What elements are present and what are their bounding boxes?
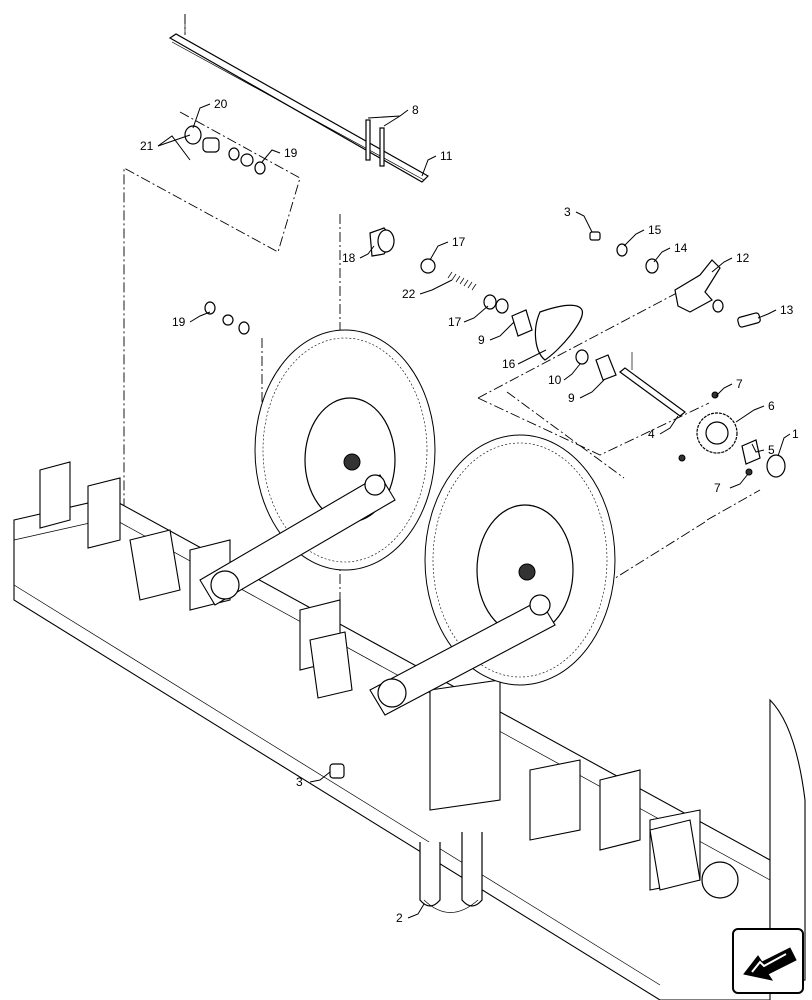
svg-text:10: 10 [548, 373, 562, 387]
svg-text:22: 22 [402, 287, 416, 301]
svg-text:19: 19 [172, 315, 186, 329]
callout-22: 22 [402, 279, 453, 301]
u-bolt-part-2 [419, 832, 483, 913]
svg-text:8: 8 [412, 103, 419, 117]
bushing-stack-upper [184, 125, 266, 175]
pins-part-8 [365, 119, 385, 167]
callout-19-lower: 19 [172, 311, 211, 329]
callout-4: 4 [648, 415, 679, 441]
svg-text:19: 19 [284, 146, 298, 160]
svg-text:5: 5 [768, 443, 775, 457]
svg-text:20: 20 [214, 97, 228, 111]
svg-text:2: 2 [396, 911, 403, 925]
sprocket-assembly [678, 391, 786, 478]
callout-3-lower: 3 [296, 771, 331, 789]
svg-text:6: 6 [768, 399, 775, 413]
svg-text:17: 17 [452, 235, 466, 249]
bushing-part-18 [369, 227, 395, 257]
callout-1: 1 [777, 427, 799, 457]
svg-text:3: 3 [564, 205, 571, 219]
callout-16: 16 [502, 349, 547, 371]
svg-text:1: 1 [792, 427, 799, 441]
callout-12: 12 [711, 251, 750, 273]
wheel-arms [129, 474, 739, 899]
spring-stack [204, 258, 583, 361]
nut-part-3-lower [329, 763, 345, 779]
shaft-part-11 [168, 14, 429, 183]
callout-9-lower: 9 [568, 379, 605, 405]
svg-text:17: 17 [448, 315, 462, 329]
callout-20: 20 [192, 97, 228, 129]
svg-text:15: 15 [648, 223, 662, 237]
callout-21: 21 [140, 134, 191, 161]
callout-2: 2 [396, 903, 425, 925]
callout-10: 10 [548, 363, 581, 387]
svg-text:12: 12 [736, 251, 750, 265]
nav-arrow-button[interactable] [732, 928, 804, 994]
callout-7-lower: 7 [714, 473, 749, 495]
svg-text:13: 13 [780, 303, 794, 317]
svg-text:21: 21 [140, 139, 154, 153]
callout-18: 18 [342, 245, 375, 265]
callout-11: 11 [421, 149, 453, 177]
callout-8: 8 [367, 103, 419, 127]
callout-15: 15 [623, 223, 662, 247]
front-wheel [424, 434, 616, 686]
svg-text:14: 14 [674, 241, 688, 255]
svg-text:11: 11 [440, 149, 453, 163]
callout-6: 6 [735, 399, 775, 423]
svg-text:7: 7 [714, 481, 721, 495]
callout-17-lower: 17 [448, 305, 489, 329]
svg-text:9: 9 [478, 333, 485, 347]
bracket-assembly [589, 231, 761, 328]
svg-text:4: 4 [648, 427, 655, 441]
shaft-part-4 [575, 349, 686, 417]
svg-text:18: 18 [342, 251, 356, 265]
callouts: 20 21 19 8 11 18 17 22 [140, 97, 799, 925]
arrow-left-icon [734, 930, 802, 992]
callout-17-upper: 17 [429, 235, 466, 261]
rear-wheel [254, 329, 436, 571]
callout-19-upper: 19 [261, 146, 298, 163]
callout-13: 13 [757, 303, 794, 319]
svg-text:16: 16 [502, 357, 516, 371]
svg-text:7: 7 [736, 377, 743, 391]
callout-7-upper: 7 [715, 377, 743, 397]
svg-text:3: 3 [296, 775, 303, 789]
callout-5: 5 [751, 443, 775, 457]
callout-3-upper: 3 [564, 205, 593, 233]
svg-text:9: 9 [568, 391, 575, 405]
callout-9-upper: 9 [478, 321, 515, 347]
callout-14: 14 [653, 241, 688, 263]
